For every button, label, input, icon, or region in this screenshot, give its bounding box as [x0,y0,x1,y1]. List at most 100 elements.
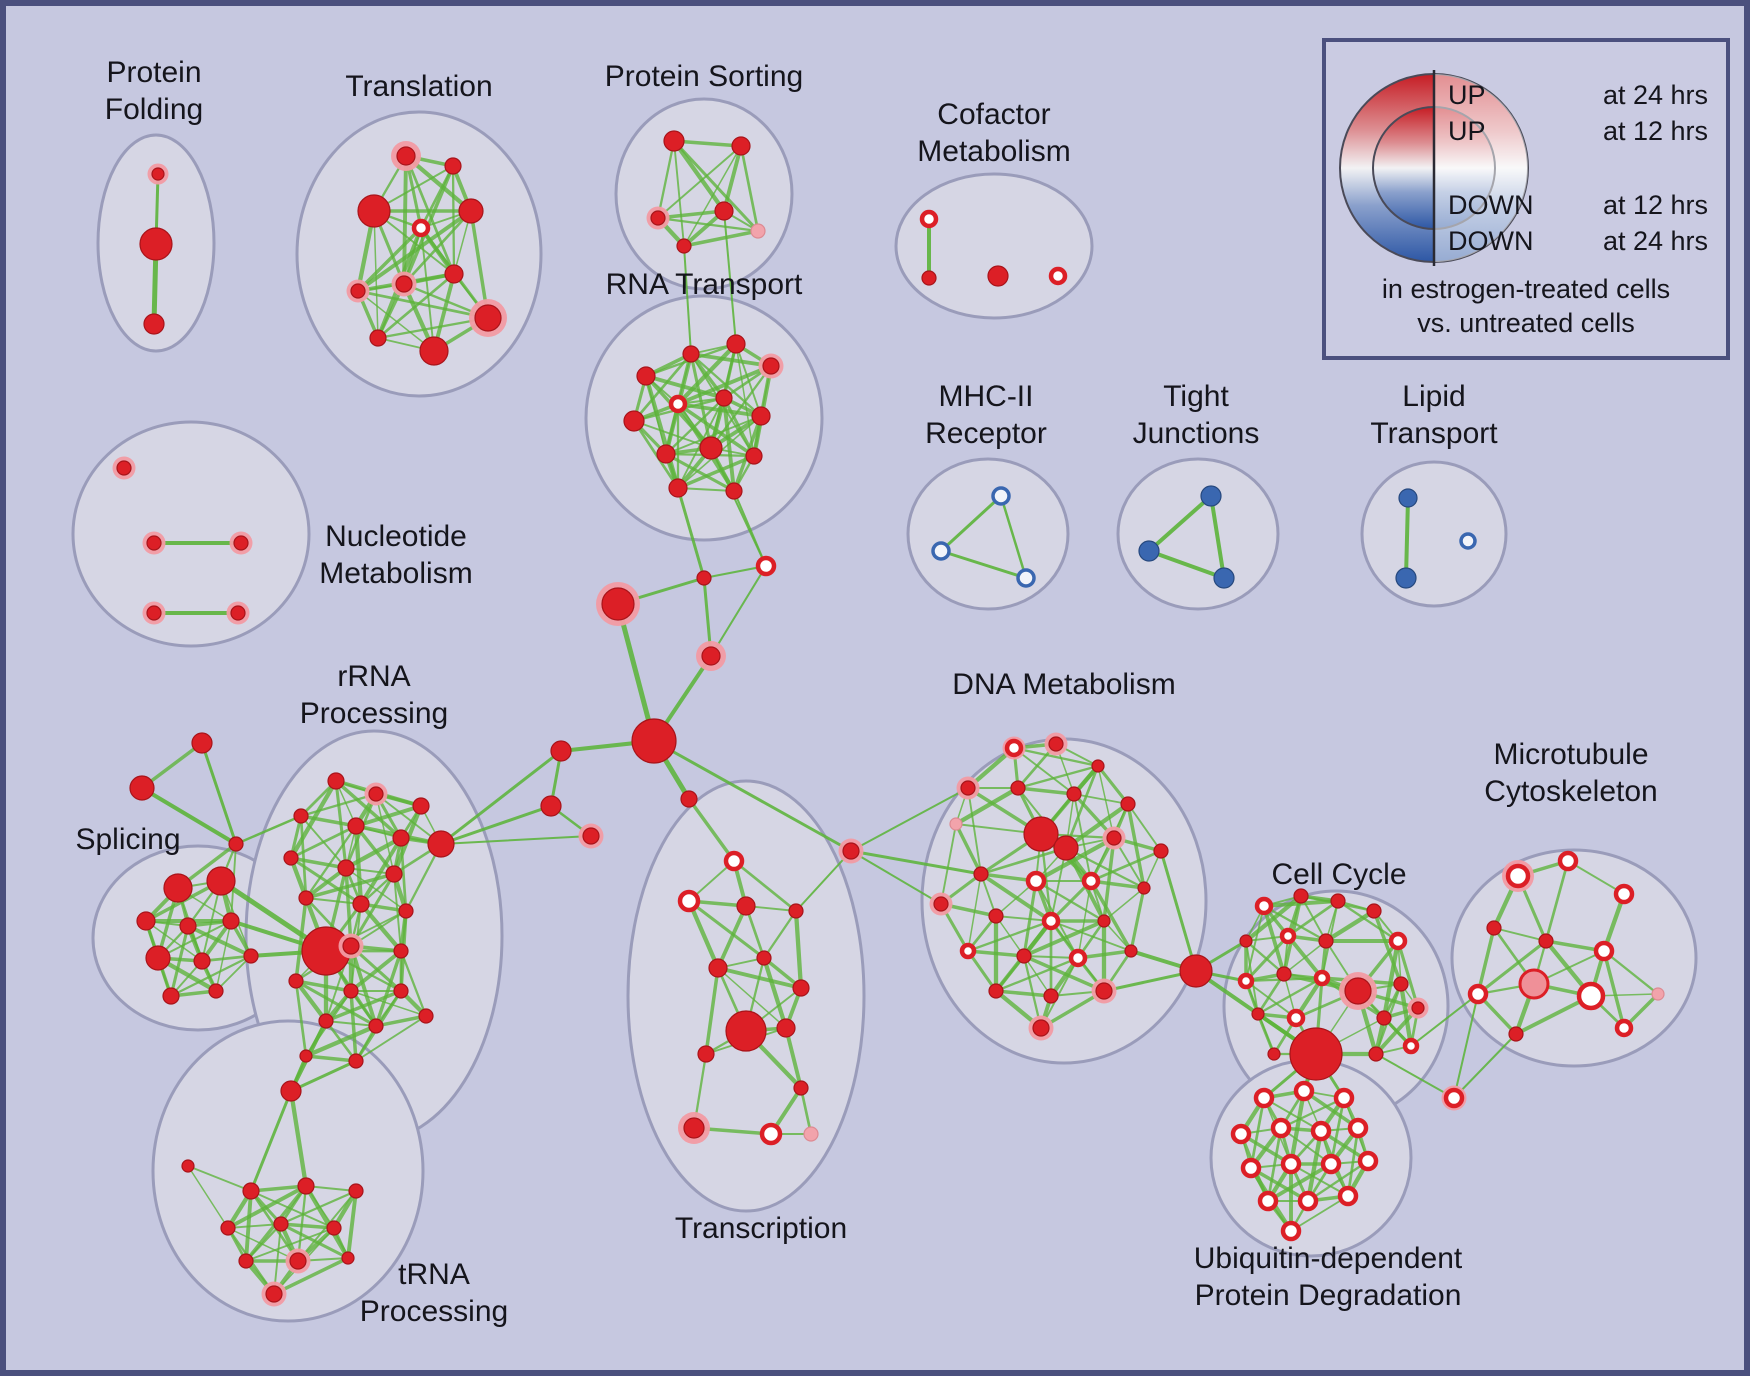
network-node [143,313,165,335]
network-edge [349,949,403,993]
network-node [427,830,455,858]
network-node [299,1049,313,1063]
network-node [1251,1007,1265,1021]
network-edge [279,1189,358,1226]
network-node [699,436,723,460]
network-node [444,157,462,175]
network-edge [1023,955,1052,997]
network-edge [1064,764,1100,850]
network-node [280,1080,302,1102]
network-node [222,912,240,930]
network-node [919,209,939,229]
network-edge [672,139,743,148]
network-node [1366,903,1382,919]
network-edge [686,898,721,971]
network-node [1257,1190,1279,1212]
network-edge [186,924,253,958]
network-node [283,850,299,866]
network-edge [683,245,692,355]
network-edge [793,908,804,991]
network-node [1270,1117,1292,1139]
network-edge [683,145,742,247]
network-edge [355,1015,427,1062]
network-node [949,817,963,831]
network-node [163,873,193,903]
network-edge [294,979,353,993]
network-edge [1256,972,1286,1016]
network-edge [1063,801,1131,851]
network-edge [272,1256,350,1296]
network-node [723,850,745,872]
network-node [1398,488,1418,508]
network-node [715,389,733,407]
network-edge [722,144,743,213]
network-node [1053,835,1079,861]
network-edge [303,1023,379,1059]
network-node [326,1220,342,1236]
network-edge [374,949,403,1028]
network-edge [994,989,1053,998]
network-edge [1097,765,1115,839]
network-node [1467,983,1489,1005]
network-node [1253,1087,1275,1109]
network-edge [761,955,789,1031]
network-node [318,1013,334,1029]
network-edge [687,797,736,863]
network-edge [1147,549,1226,580]
network-edge [399,949,428,1018]
network-edge [1476,939,1548,996]
network-node [1240,1157,1262,1179]
network-edge [244,1222,283,1263]
network-node [193,952,211,970]
network-node [1576,981,1606,1011]
network-edge [1305,1128,1324,1204]
network-edge [140,786,238,846]
network-edge [440,835,592,845]
network-edge [966,919,1053,953]
network-node [1402,1037,1420,1055]
network-edge [375,793,442,845]
network-node [1153,843,1169,859]
network-node [1593,940,1615,962]
network-edge [350,990,427,1017]
network-edge [399,836,408,913]
network-edge [439,804,553,846]
network-edge [299,792,378,818]
network-node [228,836,244,852]
network-edge [293,978,329,1024]
legend-up-12-label: UP [1448,116,1486,146]
network-node [714,201,734,221]
network-edge [294,896,308,983]
network-node [736,896,756,916]
network-edge [657,145,742,219]
network-node [412,797,430,815]
network-edge [1286,899,1340,938]
legend-up-12-time: at 12 hrs [1602,116,1708,146]
network-edge [1381,938,1401,1021]
network-node [348,1053,364,1069]
network-edge [187,1165,252,1192]
network-node [1068,948,1088,968]
legend: UP at 24 hrs UP at 12 hrs DOWN at 12 hrs… [1322,38,1730,360]
network-node [745,447,763,465]
network-node [419,336,449,366]
network-edge [1245,905,1265,982]
network-node [921,270,937,286]
network-node [1010,780,1026,796]
network-node [987,265,1009,287]
network-node [1023,816,1059,852]
network-edge [226,1184,308,1230]
network-node [357,194,391,228]
network-node [776,1018,796,1038]
network-edge [1159,849,1198,973]
network-node [1004,738,1024,758]
network-node [1651,987,1665,1001]
network-node [1518,968,1550,1000]
network-node [398,903,414,919]
network-edge [439,749,563,846]
network-edge [1064,846,1146,890]
network-edge [1245,980,1297,1019]
